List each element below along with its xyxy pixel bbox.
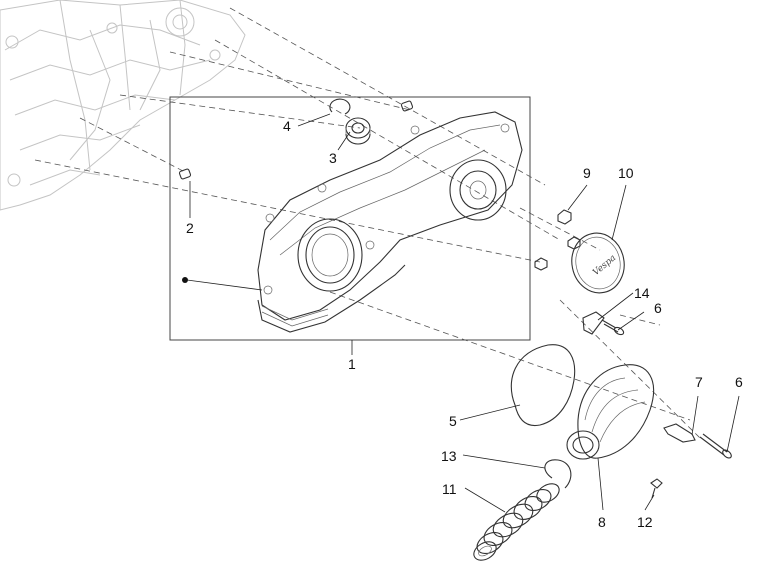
screw-lower (699, 433, 732, 459)
leader-lines (182, 113, 740, 513)
callout-4: 4 (283, 118, 291, 134)
callout-13: 13 (441, 448, 457, 464)
clip-plate (663, 423, 696, 443)
callout-9: 9 (583, 165, 591, 181)
assembly-frame (169, 96, 531, 341)
callout-6b: 6 (735, 374, 743, 390)
callout-14: 14 (634, 285, 650, 301)
callout-12: 12 (637, 514, 653, 530)
hose-clamp (544, 459, 572, 489)
callout-8: 8 (598, 514, 606, 530)
bearing (345, 117, 371, 145)
callout-7: 7 (695, 374, 703, 390)
bracket (582, 311, 605, 335)
callout-6a: 6 (654, 300, 662, 316)
callout-5: 5 (449, 413, 457, 429)
circlip-top (329, 98, 351, 115)
callout-11: 11 (442, 481, 457, 497)
bellows-hose (473, 483, 560, 561)
callout-labels: 1 2 3 4 5 6 6 7 8 9 10 11 12 13 14 (186, 118, 743, 530)
callout-10: 10 (618, 165, 634, 181)
dowel-pin (178, 168, 192, 180)
top-dowel-pin (400, 100, 414, 112)
small-screw (650, 478, 663, 499)
vespa-badge: Vespa (571, 232, 625, 294)
badge-script: Vespa (591, 253, 618, 278)
intake-cover (566, 364, 655, 460)
callout-3: 3 (329, 150, 337, 166)
callout-2: 2 (186, 220, 194, 236)
transmission-cover (257, 111, 523, 333)
assembly-axes (34, 7, 701, 439)
engine-crankcase-ghost (0, 0, 246, 211)
callout-1: 1 (348, 356, 356, 372)
reference-dot (182, 277, 188, 283)
gasket-seal (510, 344, 576, 427)
